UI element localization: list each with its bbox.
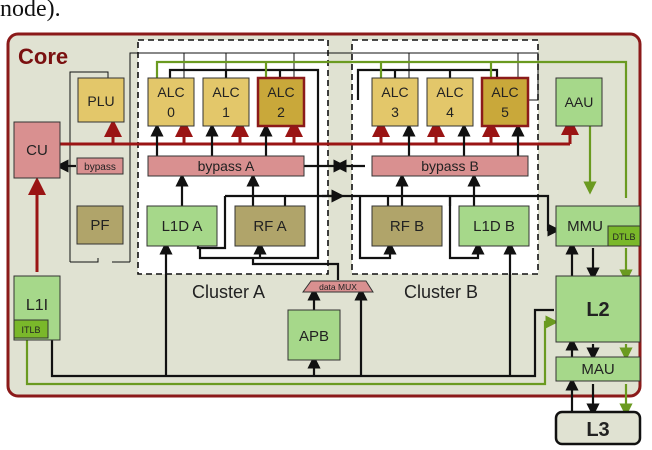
svg-text:CU: CU (26, 142, 48, 159)
core-title: Core (18, 44, 68, 69)
svg-text:L1D A: L1D A (162, 218, 203, 235)
unit-l2: L2 (555, 275, 641, 343)
green-bus-bottom (25, 248, 633, 417)
cluster-a-label: Cluster A (192, 282, 265, 302)
svg-text:0: 0 (167, 104, 175, 120)
data-wires (50, 123, 600, 417)
unit-bypass-b: bypass B (371, 155, 529, 177)
svg-text:ITLB: ITLB (21, 325, 40, 335)
svg-text:4: 4 (446, 104, 454, 120)
svg-text:bypass A: bypass A (198, 158, 255, 174)
unit-alc4: ALC 4 (426, 77, 474, 127)
unit-rf-b: RF B (371, 205, 443, 247)
unit-mau: MAU (555, 356, 641, 382)
unit-l3: L3 (554, 410, 642, 446)
unit-bypass-small: bypass (76, 157, 124, 175)
svg-text:ALC: ALC (381, 84, 408, 100)
caption-text: node). (0, 0, 61, 22)
unit-cu: CU (13, 121, 61, 179)
svg-text:1: 1 (222, 104, 230, 120)
unit-alc2: ALC 2 (256, 76, 306, 128)
red-control-bus (28, 117, 579, 272)
svg-text:L1D B: L1D B (473, 218, 515, 235)
svg-text:3: 3 (391, 104, 399, 120)
unit-l1i: L1I ITLB (13, 275, 61, 341)
unit-alc3: ALC 3 (371, 77, 419, 127)
unit-itlb (13, 319, 49, 339)
svg-text:RF B: RF B (390, 218, 424, 235)
unit-aau: AAU (555, 77, 603, 127)
svg-text:ALC: ALC (212, 84, 239, 100)
svg-text:L1I: L1I (26, 297, 48, 314)
unit-data-mux: data MUX (302, 280, 374, 293)
unit-alc0: ALC 0 (147, 77, 195, 127)
svg-text:2: 2 (277, 104, 285, 120)
unit-plu: PLU (77, 77, 125, 123)
svg-text:L3: L3 (586, 419, 609, 441)
svg-text:DTLB: DTLB (612, 232, 635, 242)
svg-text:ALC: ALC (491, 84, 518, 100)
svg-text:ALC: ALC (267, 84, 294, 100)
unit-l1d-b: L1D B (458, 205, 530, 247)
svg-text:MMU: MMU (567, 218, 603, 235)
unit-apb: APB (287, 309, 341, 361)
unit-pf: PF (76, 205, 124, 245)
unit-bypass-a: bypass A (147, 155, 305, 177)
svg-text:data MUX: data MUX (319, 282, 357, 292)
svg-text:MAU: MAU (581, 361, 614, 378)
svg-text:ALC: ALC (436, 84, 463, 100)
svg-text:5: 5 (501, 104, 509, 120)
unit-alc5: ALC 5 (480, 76, 530, 128)
svg-text:RF A: RF A (253, 218, 286, 235)
unit-alc1: ALC 1 (202, 77, 250, 127)
svg-text:PLU: PLU (87, 93, 114, 109)
svg-text:bypass B: bypass B (421, 158, 479, 174)
svg-text:PF: PF (90, 217, 109, 234)
unit-mmu: MMU DTLB (555, 205, 641, 247)
svg-text:APB: APB (299, 328, 329, 345)
unit-l1d-a: L1D A (146, 205, 218, 247)
svg-text:L2: L2 (586, 299, 609, 321)
svg-text:bypass: bypass (84, 162, 116, 173)
unit-dtlb (607, 225, 641, 247)
svg-text:ALC: ALC (157, 84, 184, 100)
cluster-b-label: Cluster B (404, 282, 478, 302)
svg-text:AAU: AAU (565, 94, 594, 110)
unit-rf-a: RF A (234, 205, 306, 247)
